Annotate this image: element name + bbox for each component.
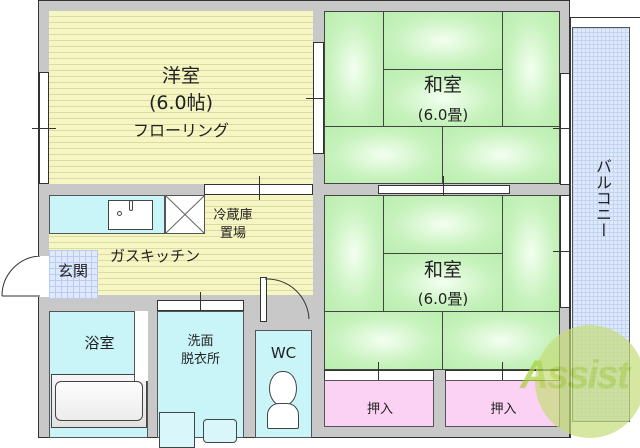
toilet-bowl	[269, 371, 297, 406]
tatami-mat	[324, 195, 384, 312]
door-tick	[378, 362, 379, 384]
entrance-door-swing	[1, 256, 41, 297]
tatami-mat	[324, 126, 443, 184]
western-room: 洋室 (6.0帖) フローリング	[49, 11, 313, 184]
closet-2-label: 押入	[490, 402, 517, 417]
bathroom-door-gap	[134, 311, 148, 381]
washroom: 洗面 脱衣所	[157, 311, 244, 448]
sliding-door-japanese-rooms	[378, 185, 510, 194]
bathroom: 浴室	[49, 311, 148, 438]
fridge-space-label-1: 冷蔵庫	[213, 208, 253, 223]
wc-door	[260, 277, 267, 322]
tatami-mat	[442, 126, 560, 184]
door-tick	[502, 362, 503, 384]
tatami-mat	[502, 11, 560, 127]
door-tick	[306, 98, 328, 99]
tatami-mat	[383, 69, 503, 128]
window-tick	[553, 128, 577, 129]
bathtub-inner	[55, 381, 143, 421]
western-room-name: 洋室	[161, 65, 200, 87]
japanese-room-2: 和室 (6.0畳)	[324, 195, 560, 370]
fridge-space-label-2: 置場	[219, 226, 246, 241]
toilet-tank	[267, 403, 299, 429]
japanese-room-2-name: 和室	[423, 259, 462, 281]
tatami-mat	[383, 11, 503, 70]
japanese-room-2-size: (6.0畳)	[417, 290, 469, 308]
western-room-size: (6.0帖)	[148, 92, 214, 114]
closet-1: 押入	[324, 380, 434, 427]
entrance: 玄関	[49, 250, 98, 299]
wc-door-swing	[264, 278, 310, 320]
entrance-label: 玄関	[57, 262, 88, 280]
japanese-room-1-size: (6.0畳)	[417, 106, 469, 124]
washroom-label-1: 洗面	[187, 334, 214, 349]
toilet-room: WC	[255, 330, 312, 438]
x-mark-icon	[166, 196, 204, 233]
tatami-mat	[502, 195, 560, 312]
japanese-room-1: 和室 (6.0畳)	[324, 11, 560, 184]
bathroom-label: 浴室	[84, 334, 115, 352]
window-tick	[553, 251, 577, 252]
bathtub	[51, 374, 147, 428]
japanese-room-1-name: 和室	[423, 74, 462, 96]
door-tick	[200, 292, 201, 316]
door-tick	[259, 176, 260, 200]
tatami-mat	[383, 195, 503, 254]
kitchen-label: ガスキッチン	[109, 247, 200, 265]
kitchen-counter	[49, 195, 165, 234]
faucet-icon	[129, 200, 133, 211]
sink	[108, 200, 153, 230]
western-room-floor: フローリング	[132, 121, 229, 140]
fridge-space-box	[165, 195, 205, 234]
door-tick	[443, 176, 444, 200]
washroom-label-2: 脱衣所	[180, 352, 220, 367]
balcony-label: バルコニー	[593, 158, 612, 238]
toilet-label: WC	[270, 344, 297, 362]
closet-1-label: 押入	[366, 402, 393, 417]
tatami-mat	[324, 311, 443, 370]
sliding-door-west-kitchen	[204, 184, 313, 195]
watermark-text: Assist	[520, 353, 630, 397]
watermark-circle	[535, 325, 640, 438]
washing-machine	[159, 412, 195, 448]
window-balcony-1	[560, 73, 570, 185]
entrance-door-opening	[38, 256, 49, 297]
drain-icon	[117, 211, 122, 216]
tatami-mat	[383, 253, 503, 312]
watermark-logo: Assist	[520, 325, 640, 438]
window-tick	[32, 128, 56, 129]
wash-basin	[203, 419, 237, 443]
tatami-mat	[324, 11, 384, 127]
